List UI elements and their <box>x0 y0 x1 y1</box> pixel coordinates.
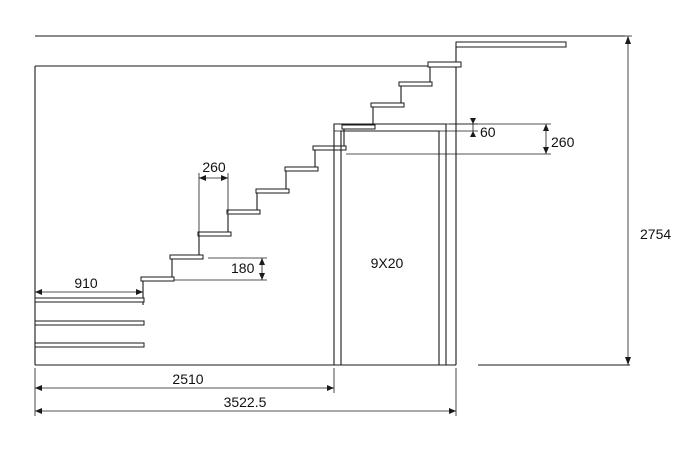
stair-tread <box>312 145 347 151</box>
stair-tread <box>427 61 462 68</box>
dim-first-run <box>35 289 143 295</box>
dim-to-door-label: 2510 <box>172 371 203 387</box>
stair-tread <box>226 209 261 215</box>
door-frame <box>333 123 447 365</box>
stair-tread <box>169 254 204 260</box>
dim-total-length <box>35 368 457 416</box>
dim-headroom <box>346 123 551 155</box>
dim-tread-depth <box>198 173 229 236</box>
stair-tread <box>370 102 405 108</box>
bottom-tread <box>34 320 145 326</box>
stair-treads <box>140 61 462 282</box>
stair-tread <box>140 276 175 282</box>
stair-tread <box>398 81 433 87</box>
dim-door-head-gap-label: 60 <box>480 124 496 140</box>
dim-total-length-label: 3522.5 <box>224 394 267 410</box>
dim-total-height <box>566 35 632 365</box>
stair-tread <box>255 188 290 194</box>
wall-outline <box>34 35 630 366</box>
dim-to-door <box>34 368 335 416</box>
dim-door-head-gap <box>375 118 478 137</box>
bottom-tread <box>34 297 145 303</box>
bottom-landing-treads <box>34 297 145 348</box>
dim-riser-height-label: 180 <box>231 260 255 276</box>
dim-riser-height <box>174 257 267 281</box>
bottom-tread <box>34 342 145 348</box>
stair-stringer <box>142 65 456 305</box>
dim-tread-depth-label: 260 <box>202 159 226 175</box>
door-label: 9X20 <box>371 255 404 271</box>
dim-first-run-label: 910 <box>74 275 98 291</box>
stair-tread <box>284 166 319 172</box>
dim-total-height-label: 2754 <box>640 226 671 242</box>
top-landing-slab <box>455 41 567 48</box>
stair-tread <box>197 231 232 237</box>
stair-tread <box>341 124 376 130</box>
dim-headroom-label: 260 <box>551 134 575 150</box>
